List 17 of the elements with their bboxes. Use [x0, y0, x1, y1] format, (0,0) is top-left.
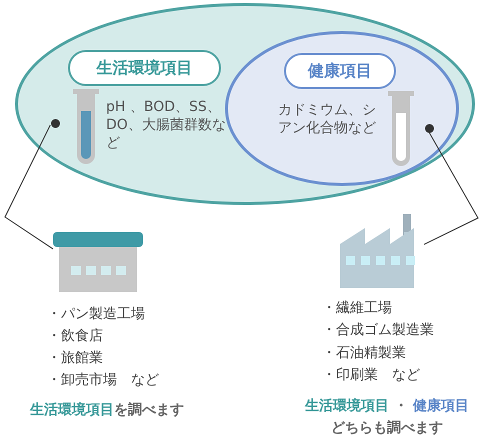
list-item: ・卸売市場 など: [47, 371, 160, 390]
summary-text: 生活環境項目 ・ 健康項目: [304, 396, 470, 416]
list-item: ・印刷業 など: [322, 366, 421, 385]
list-item: ・石油精製業: [322, 344, 407, 363]
list-item: ・繊維工場: [322, 299, 393, 318]
item-text: pH 、BOD、SS、DO、大腸菌群数など: [106, 98, 226, 152]
list-item: ・合成ゴム製造業: [322, 321, 435, 340]
summary-text: 生活環境項目を調べます: [30, 400, 185, 420]
list-item: ・飲食店: [47, 327, 104, 346]
category-pill: 健康項目: [284, 53, 396, 89]
category-pill: 生活環境項目: [68, 50, 221, 86]
list-item: ・パン製造工場: [47, 305, 146, 324]
shop-building-drawing: [53, 232, 143, 292]
leader-line: [4, 124, 54, 250]
summary-text: どちらも調べます: [330, 419, 444, 438]
item-text: カドミウム、シアン化合物など: [277, 101, 376, 137]
list-item: ・旅館業: [47, 349, 104, 368]
